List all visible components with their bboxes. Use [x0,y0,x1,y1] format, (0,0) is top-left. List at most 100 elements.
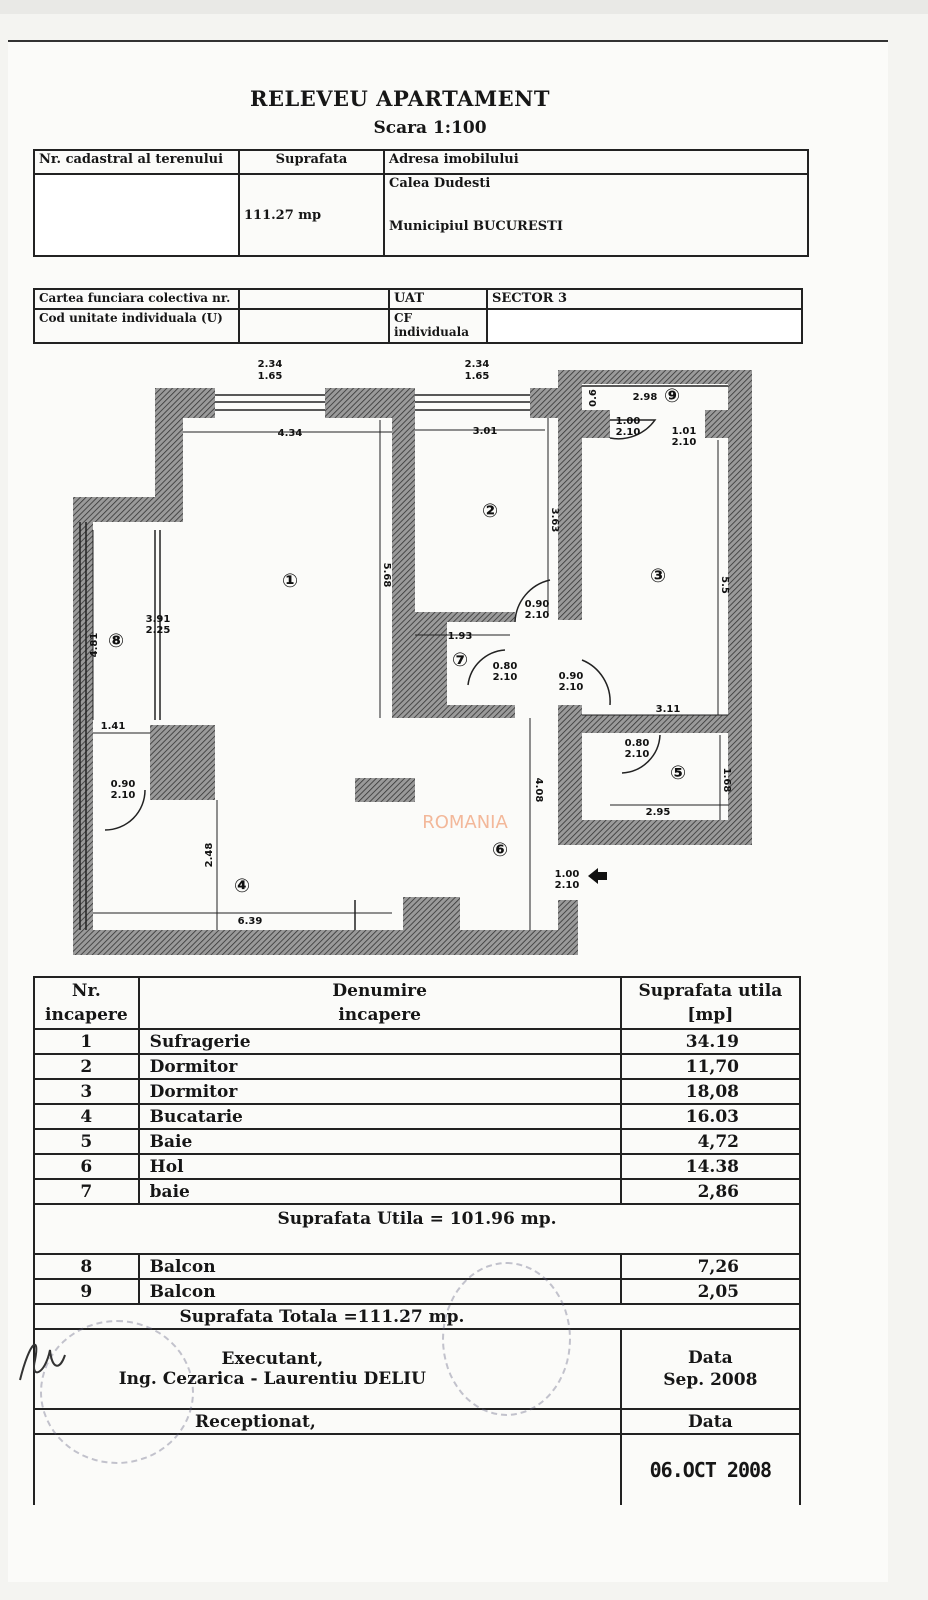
address-street: Calea Dudesti [389,176,491,191]
dim-label: 2.10 [559,682,584,693]
room-area: 34.19 [619,1028,802,1055]
dim-label: 2.10 [111,790,136,801]
room-name: Sufragerie [137,1028,622,1055]
dim-label: 3.63 [549,508,560,533]
certificate-stamp [40,1320,194,1464]
dim-label: 1.65 [258,371,283,382]
room-number: ⑤ [670,762,686,784]
date-label-2: Data [619,1408,802,1435]
room-nr: 5 [33,1128,140,1155]
surface-header: Suprafata [238,149,385,175]
room-area: 11,70 [619,1053,802,1080]
header-line: [mp] [687,1005,734,1025]
dim-label: 1.00 [555,869,580,880]
dim-label: 2.34 [465,359,490,370]
dim-label: 2.10 [555,880,580,891]
cf-value-redacted [486,308,803,344]
executant-label: Executant, [221,1349,324,1369]
dim-label: 2.48 [204,843,215,868]
dim-label: 0.6 [588,389,599,407]
dim-label: 6.39 [238,916,263,927]
surface-value: 111.27 mp [238,173,385,257]
dim-label: 2.25 [146,625,171,636]
room-area: 4,72 [619,1128,802,1155]
room-number: ② [482,500,498,522]
address-city: Municipiul BUCURESTI [389,219,563,234]
room-nr: 6 [33,1153,140,1180]
room-nr: 4 [33,1103,140,1130]
room-nr: 2 [33,1053,140,1080]
dim-label: 1.01 [672,426,697,437]
dim-label: 4.34 [278,428,303,439]
room-name: Dormitor [137,1078,622,1105]
room-number: ⑦ [452,649,468,671]
address-value: Calea Dudesti Municipiul BUCURESTI [383,173,809,257]
dim-label: 1.41 [101,721,126,732]
dim-label: 2.10 [493,672,518,683]
header-line: Nr. [71,981,101,1001]
uat-value: SECTOR 3 [486,287,803,311]
col-name-header: Denumire incapere [137,976,622,1030]
room-number: ① [282,570,298,592]
useful-area-total: Suprafata Utila = 101.96 mp. [33,1203,801,1255]
floor-plan: ① ② ③ ④ ⑤ ⑥ ⑦ ⑧ ⑨ 2.34 1.65 2.34 1.65 4.… [73,359,752,955]
room-number: ⑨ [664,385,680,407]
carte-funciara-label: Cartea funciara colectiva nr. [33,287,240,311]
header-line: incapere [338,1005,421,1025]
dim-label: 0.80 [625,738,650,749]
room-name: Hol [137,1153,622,1180]
room-area: 2,05 [619,1278,802,1305]
dim-label: 3.01 [473,426,498,437]
uat-label: UAT [388,287,488,311]
header-line: Suprafata utila [638,981,783,1001]
dim-label: 2.10 [525,610,550,621]
grand-total: Suprafata Totala =111.27 mp. [33,1303,801,1330]
dim-label: 2.95 [646,807,671,818]
cod-unitate-label: Cod unitate individuala (U) [33,308,240,344]
room-nr: 9 [33,1278,140,1305]
carte-funciara-value [238,287,390,311]
dim-label: 0.90 [559,671,584,682]
dim-label: 0.80 [493,661,518,672]
dim-label: 1.68 [721,768,732,793]
dimension-labels: 2.34 1.65 2.34 1.65 4.34 3.01 2.98 0.6 1… [89,359,732,927]
dim-label: 0.90 [111,779,136,790]
stamp-seal [442,1262,571,1416]
dim-label: 4.08 [533,778,544,803]
room-number: ③ [650,565,666,587]
address-header: Adresa imobilului [383,149,809,175]
dim-label: 2.10 [672,437,697,448]
room-name: Bucatarie [137,1103,622,1130]
date-label: Data [688,1348,733,1368]
header-line: Denumire [332,981,427,1001]
cod-unitate-value [238,308,390,344]
room-number: ⑥ [492,839,508,861]
document-title: RELEVEU APARTAMENT [250,86,550,111]
document-scale: Scara 1:100 [373,118,487,138]
dimension-lines [92,418,728,930]
room-name: Dormitor [137,1053,622,1080]
dim-label: 5.68 [381,563,392,588]
dim-label: 2.34 [258,359,283,370]
property-info-table: Nr. cadastral al terenului Suprafata Adr… [33,149,809,257]
col-nr-header: Nr. incapere [33,976,140,1030]
dim-label: 5.5 [719,576,730,594]
dim-label: 2.10 [625,749,650,760]
room-name: Baie [137,1128,622,1155]
entrance-arrow-icon [588,868,607,884]
room-area: 18,08 [619,1078,802,1105]
dim-label: 2.98 [633,392,658,403]
header-line: incapere [45,1005,128,1025]
registry-table: Cartea funciara colectiva nr. UAT SECTOR… [33,287,803,344]
room-name: Balcon [137,1253,622,1280]
room-number: ⑧ [108,630,124,652]
room-nr: 7 [33,1178,140,1205]
